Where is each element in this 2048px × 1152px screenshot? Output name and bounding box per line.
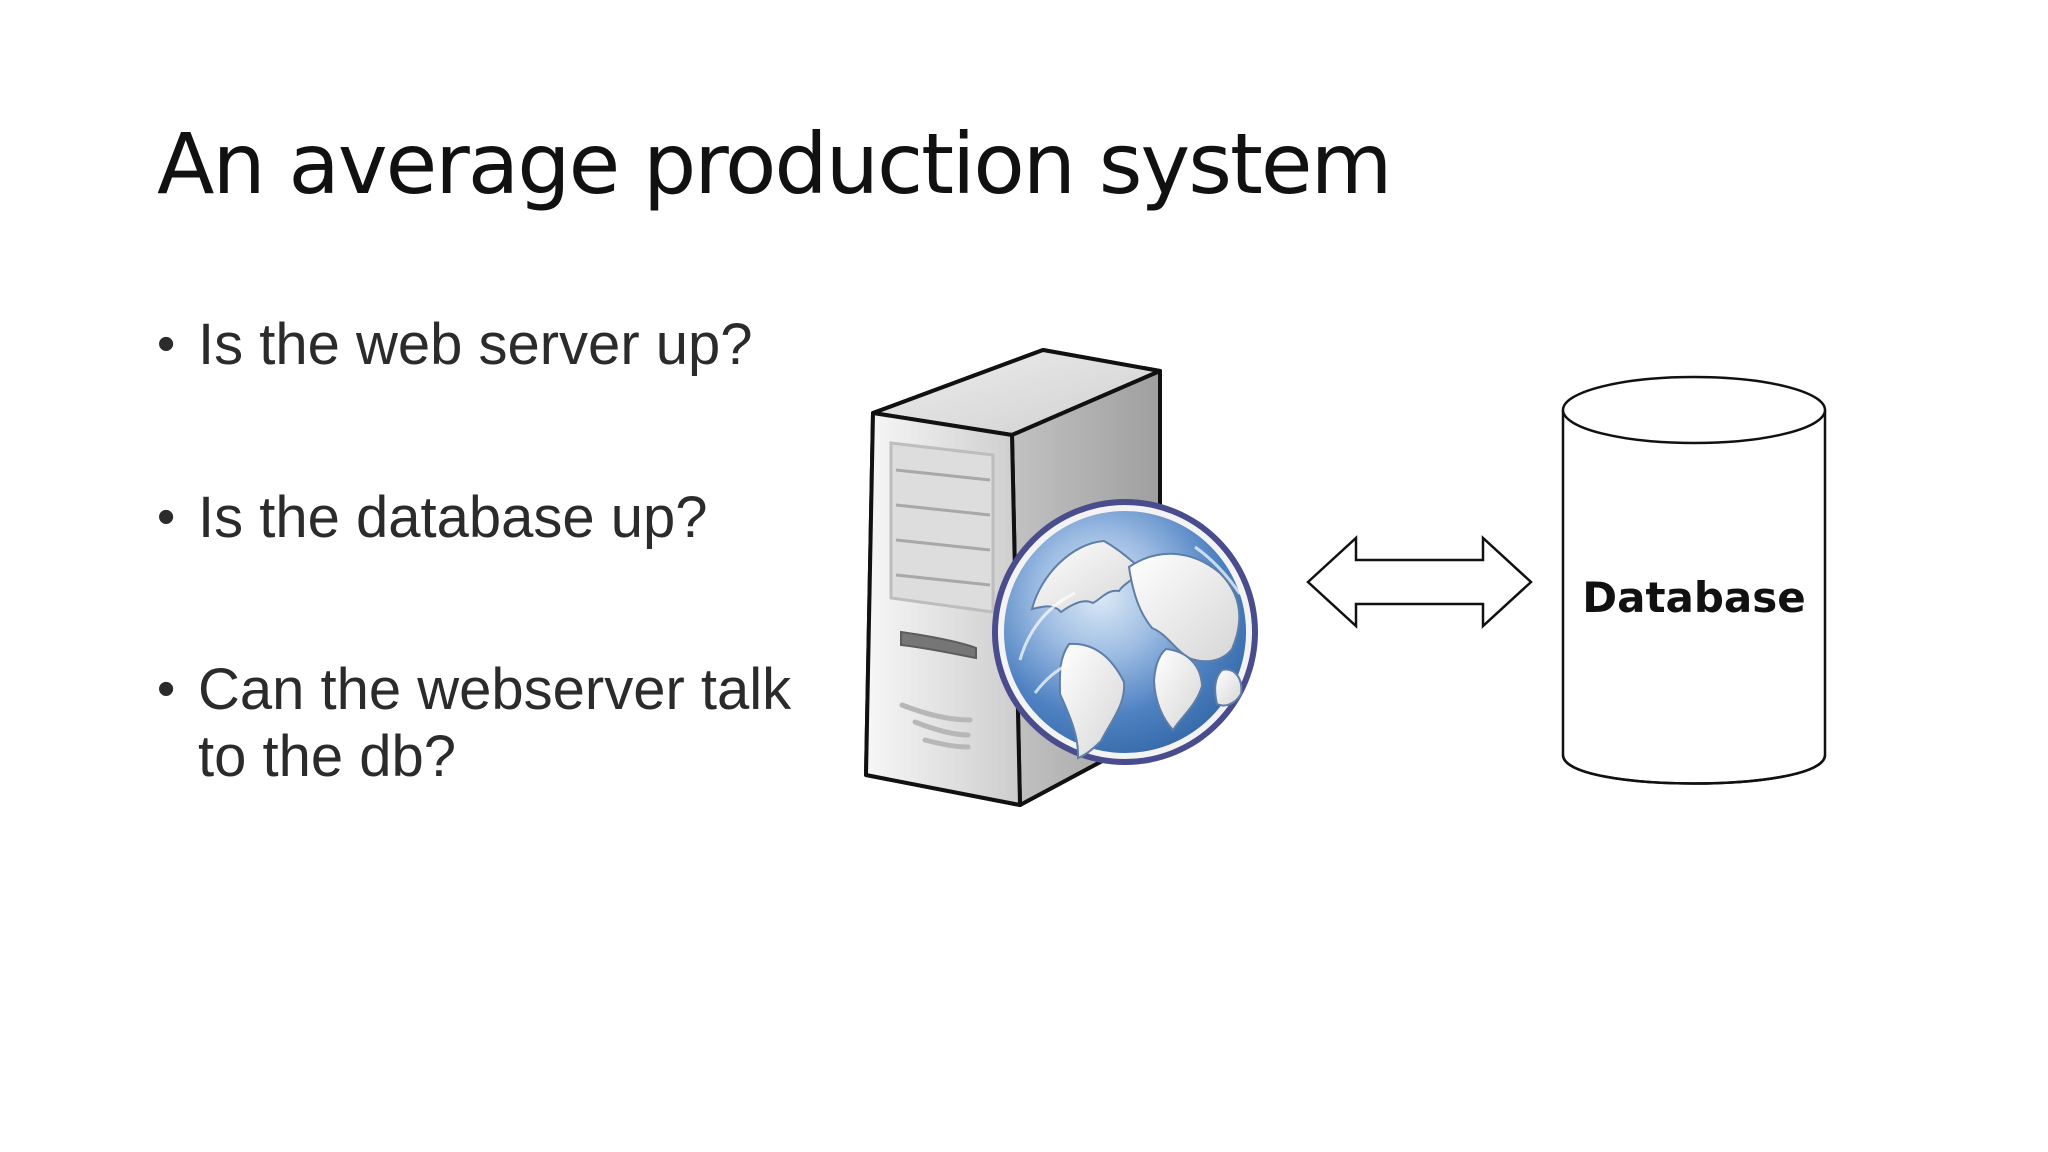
double-arrow-icon (1306, 535, 1533, 629)
bullet-item-database: Is the database up? (157, 485, 837, 552)
bullet-item-web-server: Is the web server up? (157, 312, 837, 379)
database-label: Database (1582, 573, 1806, 622)
bullet-list: Is the web server up? Is the database up… (157, 312, 837, 791)
database-cylinder: Database (1561, 375, 1827, 785)
globe-icon (992, 499, 1258, 765)
slide-title: An average production system (157, 115, 1392, 213)
bullet-item-connectivity: Can the webserver talk to the db? (157, 657, 837, 790)
web-server-globe-icon (864, 348, 1258, 807)
